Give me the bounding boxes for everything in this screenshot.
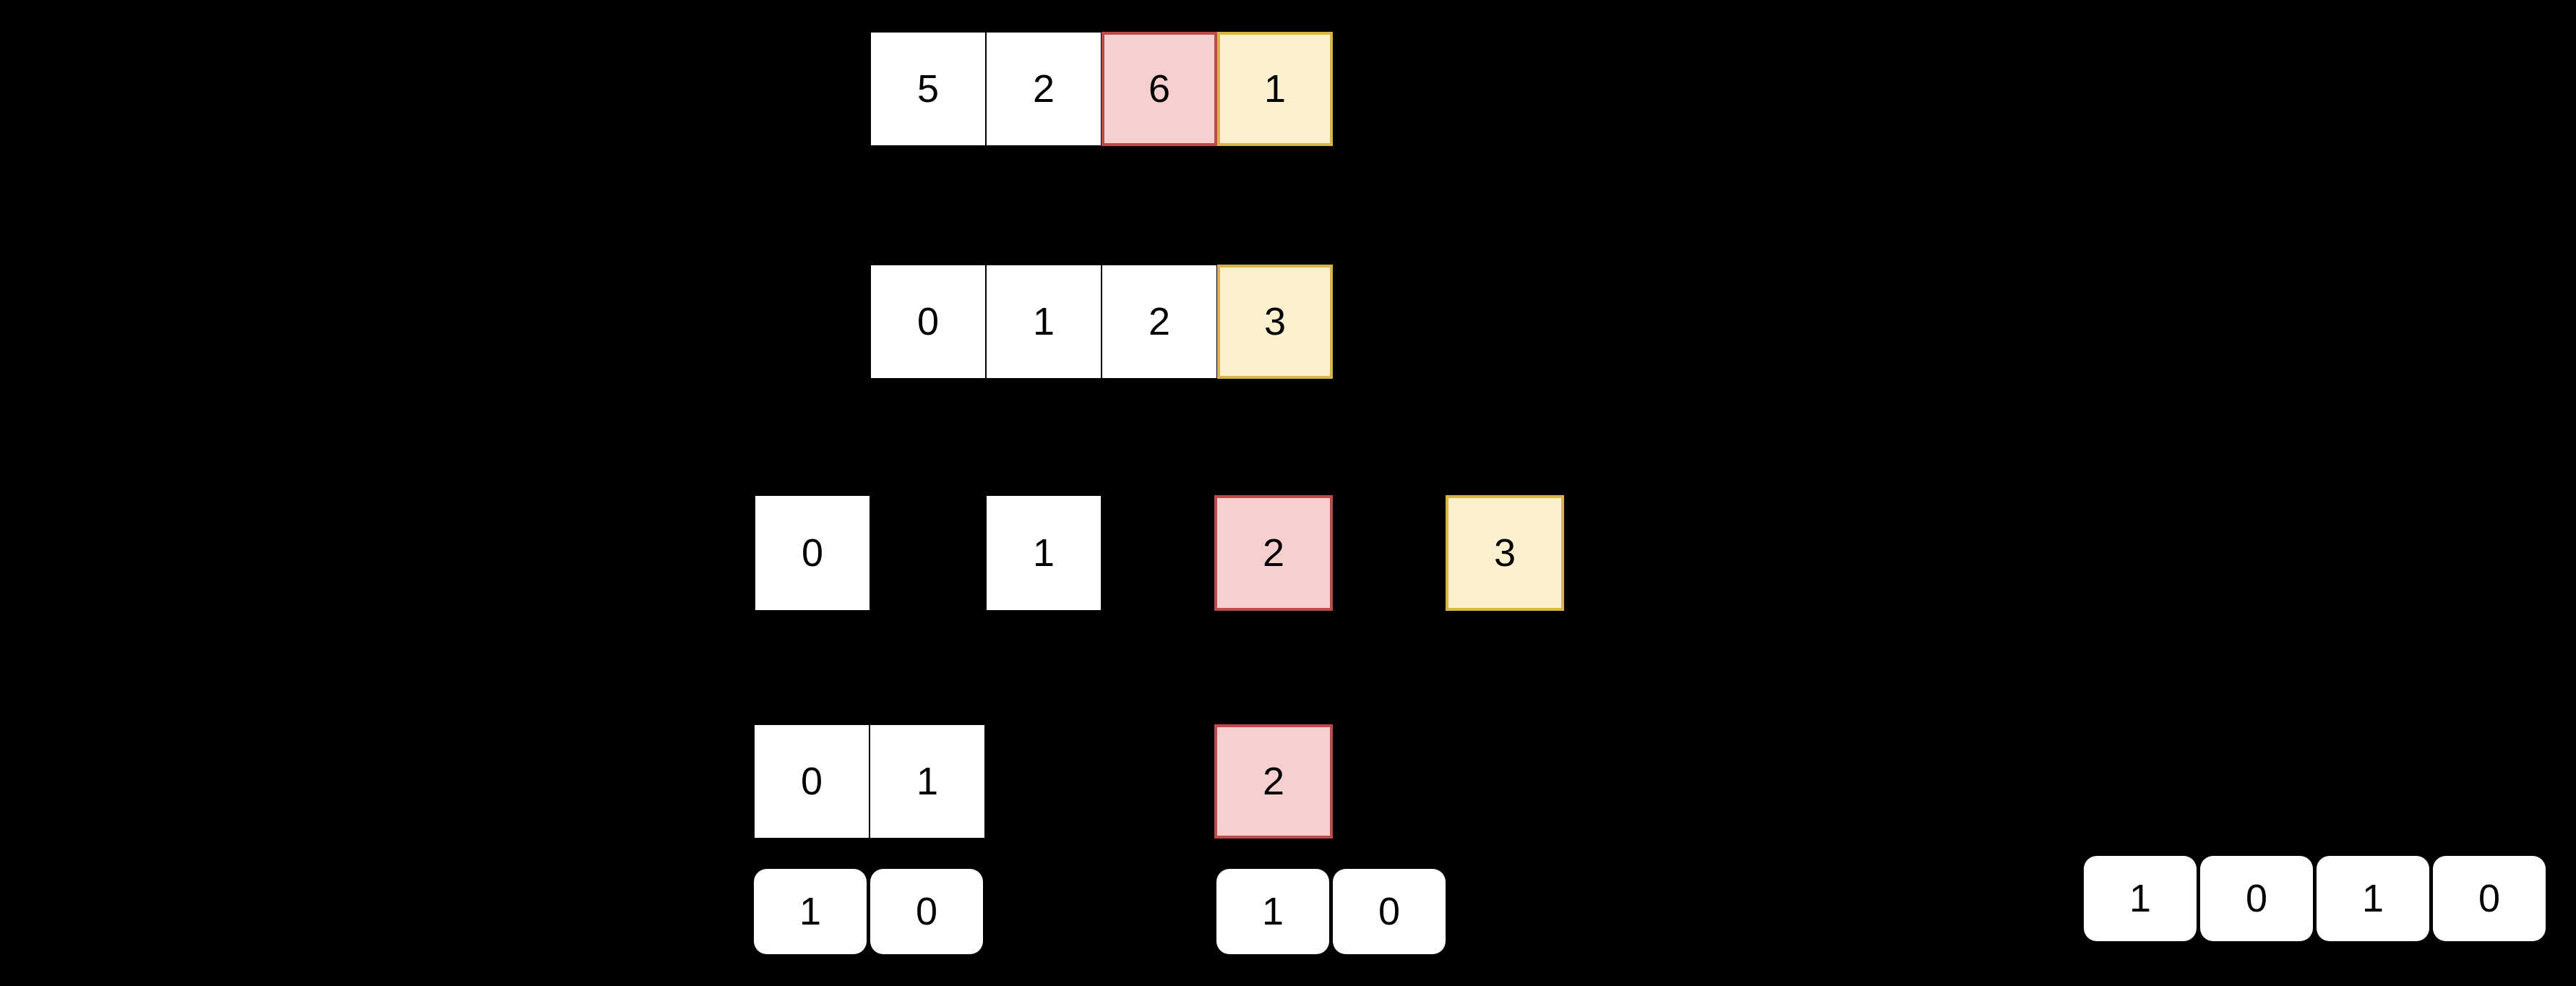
- binary-left-cell-1[interactable]: 0: [870, 869, 983, 954]
- values-cell-3-label: 1: [1263, 67, 1287, 111]
- binary-left-cell-0[interactable]: 1: [754, 869, 867, 954]
- values-cell-0[interactable]: 5: [870, 32, 986, 146]
- partial-cell-2[interactable]: 2: [1214, 724, 1333, 839]
- indices-cell-3-label: 3: [1263, 300, 1287, 343]
- binary-right-cell-2-label: 1: [2361, 877, 2384, 920]
- partial-cell-1-label: 1: [916, 760, 939, 803]
- partial-indices-row: 0 1 2: [754, 724, 1333, 839]
- values-row: 5 2 6 1: [870, 32, 1333, 146]
- partial-cell-0[interactable]: 0: [754, 724, 870, 839]
- spread-cell-2[interactable]: 2: [1214, 495, 1333, 611]
- binary-right-cell-2[interactable]: 1: [2317, 856, 2429, 941]
- spread-cell-3[interactable]: 3: [1446, 495, 1564, 611]
- binary-right-cell-0-label: 1: [2129, 877, 2152, 920]
- binary-left-cell-0-label: 1: [799, 890, 822, 933]
- indices-cell-2[interactable]: 2: [1102, 265, 1217, 379]
- indices-cell-1[interactable]: 1: [986, 265, 1102, 379]
- binary-middle-cell-1-label: 0: [1378, 890, 1401, 933]
- binary-right-cell-0[interactable]: 1: [2084, 856, 2197, 941]
- spread-indices-row: 0 1 2 3: [755, 495, 1564, 611]
- spread-cell-0-label: 0: [801, 531, 824, 575]
- binary-group-left: 1 0: [754, 869, 985, 954]
- binary-group-right: 1 0 1 0: [2084, 856, 2552, 941]
- indices-cell-0-label: 0: [916, 300, 940, 343]
- binary-left-cell-1-label: 0: [915, 890, 938, 933]
- binary-group-middle: 1 0: [1216, 869, 1448, 954]
- binary-right-cell-1[interactable]: 0: [2200, 856, 2313, 941]
- binary-middle-cell-0-label: 1: [1261, 890, 1284, 933]
- spread-cell-2-label: 2: [1262, 531, 1285, 575]
- indices-cell-2-label: 2: [1148, 300, 1171, 343]
- partial-cell-2-label: 2: [1262, 760, 1285, 803]
- partial-cell-0-label: 0: [800, 760, 823, 803]
- indices-cell-3[interactable]: 3: [1217, 265, 1333, 379]
- spread-cell-0[interactable]: 0: [755, 495, 870, 611]
- spread-cell-1[interactable]: 1: [986, 495, 1102, 611]
- partial-cell-1[interactable]: 1: [870, 724, 985, 839]
- binary-right-cell-3-label: 0: [2478, 877, 2501, 920]
- indices-row: 0 1 2 3: [870, 265, 1333, 379]
- binary-right-cell-3[interactable]: 0: [2433, 856, 2546, 941]
- spread-cell-3-label: 3: [1493, 531, 1516, 575]
- values-cell-2[interactable]: 6: [1102, 32, 1217, 146]
- binary-middle-cell-0[interactable]: 1: [1216, 869, 1329, 954]
- values-cell-0-label: 5: [916, 67, 940, 111]
- indices-cell-0[interactable]: 0: [870, 265, 986, 379]
- values-cell-3[interactable]: 1: [1217, 32, 1333, 146]
- binary-right-cell-1-label: 0: [2245, 877, 2268, 920]
- values-cell-1[interactable]: 2: [986, 32, 1102, 146]
- binary-middle-cell-1[interactable]: 0: [1333, 869, 1446, 954]
- spread-cell-1-label: 1: [1032, 531, 1055, 575]
- values-cell-2-label: 6: [1148, 67, 1171, 111]
- indices-cell-1-label: 1: [1032, 300, 1055, 343]
- values-cell-1-label: 2: [1032, 67, 1055, 111]
